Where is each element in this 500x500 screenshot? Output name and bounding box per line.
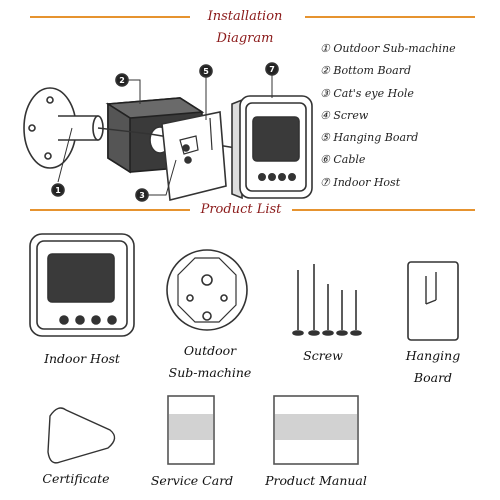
screw-b [184, 156, 192, 164]
product-certificate [47, 407, 116, 464]
indoor-host-btn-3 [277, 173, 286, 182]
caption-outdoor-submachine: Outdoor Sub-machine [150, 340, 270, 384]
callout-3: 3 [139, 191, 145, 200]
bottom-board-side [107, 102, 131, 174]
caption-hanging-board: Hanging Board [386, 345, 480, 389]
legend-item-outdoor-submachine: ① Outdoor Sub-machine [320, 42, 456, 55]
caption-service-card: Service Card [150, 473, 234, 488]
caption-outdoor-line1: Outdoor [183, 343, 237, 358]
callout-7-bubble [265, 62, 279, 76]
legend-item-catseye-hole: ③ Cat's eye Hole [320, 86, 414, 100]
hanging-board [161, 111, 227, 201]
product-list-title: Product List [200, 202, 282, 217]
callout-1: 1 [55, 186, 61, 195]
plate-hole-left [28, 124, 36, 132]
callout-2: 2 [119, 76, 125, 85]
callout-3-leader [148, 159, 177, 196]
callout-5-bubble [199, 64, 213, 78]
legend-item-cable: ⑥ Cable [320, 153, 366, 167]
legend-item-bottom-board: ② Bottom Board [320, 64, 412, 78]
product-indoor-host-btn-2 [75, 315, 85, 325]
product-outdoor-submachine [166, 249, 248, 331]
callout-2-leader [128, 79, 141, 104]
callout-7: 7 [269, 65, 275, 74]
installation-title-line2: Diagram [216, 31, 274, 46]
callout-3-bubble [135, 188, 149, 202]
installation-title: Installation Diagram [190, 6, 300, 50]
hanging-board-hook [209, 117, 213, 151]
callout-5: 5 [203, 67, 209, 76]
caption-hanging-line1: Hanging [405, 348, 461, 363]
product-indoor-host-btn-3 [91, 315, 101, 325]
product-rule-left [30, 209, 190, 211]
screw-a [182, 144, 190, 152]
product-indoor-host-frame [36, 240, 128, 330]
product-manual-band [275, 414, 357, 440]
callout-1-leader [57, 127, 73, 183]
product-rule-right [292, 209, 475, 211]
indoor-host-btn-1 [257, 173, 266, 182]
indoor-host-btn-4 [287, 173, 296, 182]
product-indoor-host-btn-4 [107, 315, 117, 325]
product-hanging-board-hook [425, 272, 437, 305]
caption-screw: Screw [303, 348, 343, 363]
product-outdoor-lens [201, 274, 213, 286]
product-outdoor-button [202, 311, 212, 321]
installation-title-line1: Installation [207, 9, 283, 24]
product-outdoor-octagon [177, 257, 237, 323]
header-rule-left [30, 16, 190, 18]
plate-hole-bottom [44, 152, 52, 160]
product-screws [292, 264, 362, 336]
product-outdoor-screw-r [220, 294, 228, 302]
caption-certificate: Certificate [42, 471, 110, 486]
legend-item-screw: ④ Screw [320, 108, 369, 122]
legend-item-hanging-board: ⑤ Hanging Board [320, 131, 419, 145]
product-service-card-band [169, 414, 213, 440]
callout-1-bubble [51, 183, 65, 197]
product-indoor-host-btn-1 [59, 315, 69, 325]
caption-indoor-host: Indoor Host [44, 351, 120, 366]
caption-product-manual: Product Manual [265, 473, 367, 488]
indoor-host-frame [245, 102, 307, 192]
indoor-host-btn-2 [267, 173, 276, 182]
caption-outdoor-line2: Sub-machine [168, 365, 252, 380]
product-indoor-host-screen [47, 253, 115, 303]
plate-hole-top [46, 96, 54, 104]
indoor-host-screen [252, 116, 300, 162]
caption-hanging-line2: Board [413, 370, 453, 385]
callout-2-bubble [115, 73, 129, 87]
header-rule-right [305, 16, 475, 18]
legend-item-indoor-host: ⑦ Indoor Host [320, 175, 401, 189]
diagram-legend: ① Outdoor Sub-machine ② Bottom Board ③ C… [320, 38, 500, 194]
product-outdoor-screw-l [186, 294, 194, 302]
